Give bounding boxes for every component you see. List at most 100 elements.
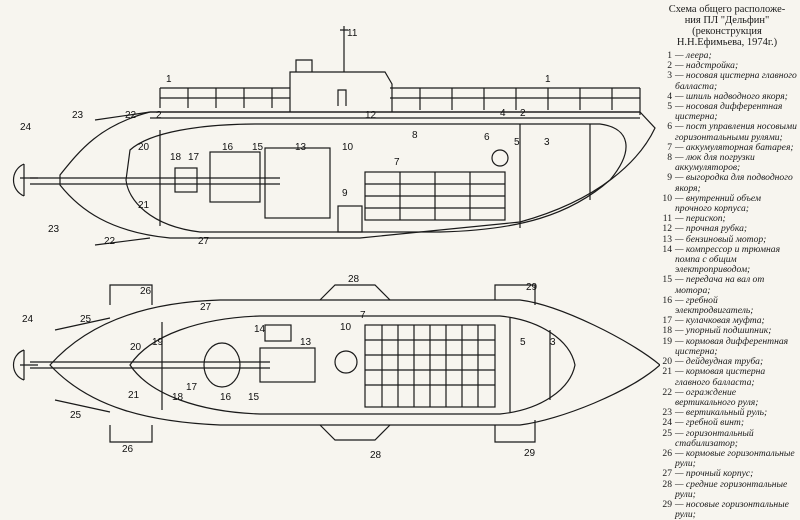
legend: Схема общего расположе- ния ПЛ "Дельфин"… — [656, 4, 798, 520]
callout: 7 — [360, 310, 366, 321]
callout: 19 — [152, 337, 164, 348]
rudder-guard — [94, 111, 151, 246]
legend-item-text: — прочная рубка; — [675, 223, 748, 235]
callout: 21 — [128, 390, 140, 401]
callout: 4 — [500, 108, 506, 119]
callout: 22 — [125, 110, 137, 121]
legend-list: 1— леера;2— надстройка;3— носовая цистер… — [656, 50, 798, 520]
callout: 13 — [295, 142, 307, 153]
legend-item-text: — вертикальный руль; — [675, 407, 768, 419]
control-wheel — [491, 149, 509, 167]
legend-item: 18— упорный подшипник; — [656, 326, 798, 336]
pressure-hull — [129, 315, 576, 415]
legend-item-text: — ограждение вертикального руля; — [675, 386, 759, 408]
railing — [390, 87, 641, 115]
legend-item-text: — выгородка для подводного якоря; — [675, 172, 793, 194]
legend-item-text: — средние горизонтальные рули; — [675, 478, 788, 500]
callout: 29 — [524, 448, 536, 459]
callout: 7 — [394, 157, 400, 168]
callout: 2 — [156, 110, 162, 121]
legend-item-text: — гребной винт; — [675, 417, 745, 429]
legend-item-number: 23 — [662, 407, 672, 419]
callout: 21 — [138, 200, 150, 211]
legend-item-text: — аккумуляторная батарея; — [675, 141, 794, 153]
legend-item: 4— шпиль надводного якоря; — [656, 90, 798, 102]
callout: 26 — [122, 444, 134, 455]
callout: 3 — [544, 137, 550, 148]
legend-item: 10— внутренний объем прочного корпуса; — [656, 192, 798, 215]
callout: 3 — [550, 337, 556, 348]
legend-item: 8— люк для погрузки аккумуляторов; — [656, 152, 798, 174]
electric-motor — [209, 151, 261, 203]
periscope-well — [334, 350, 358, 374]
legend-item-text: — люк для погрузки аккумуляторов; — [675, 152, 755, 174]
callout: 6 — [484, 132, 490, 143]
legend-item-number: 25 — [662, 427, 672, 439]
legend-item-text: — носовая цистерна главного балласта; — [675, 70, 797, 92]
legend-item: 15— передача на вал от мотора; — [656, 274, 798, 296]
callout: 12 — [365, 110, 377, 121]
legend-item-number: 8 — [667, 152, 672, 164]
legend-item: 9— выгородка для подводного якоря; — [656, 172, 798, 194]
legend-item-text: — леера; — [675, 50, 712, 61]
callout: 10 — [342, 142, 354, 153]
callout: 29 — [526, 282, 538, 293]
legend-item-number: 15 — [662, 274, 672, 286]
legend-item-number: 16 — [662, 294, 672, 306]
legend-item-number: 21 — [662, 366, 672, 378]
legend-item: 16— гребной электродвигатель; — [656, 294, 798, 316]
stern-planes — [109, 284, 153, 443]
callout: 11 — [347, 28, 358, 39]
legend-item-text: — кормовые горизонтальные рули; — [675, 447, 795, 470]
legend-item: 23— вертикальный руль; — [656, 407, 798, 419]
callout: 15 — [252, 142, 264, 153]
plan-view — [12, 284, 660, 443]
legend-item: 19— кормовая дифферентная цистерна; — [656, 335, 798, 357]
legend-item-number: 5 — [667, 101, 672, 113]
legend-item-number: 7 — [667, 141, 672, 153]
legend-item-number: 6 — [667, 121, 672, 133]
callout: 27 — [200, 302, 212, 313]
callout: 2 — [520, 108, 526, 119]
legend-item-number: 28 — [662, 478, 672, 490]
legend-item-number: 27 — [662, 468, 672, 480]
submarine-drawing: 1 1 2 2 3 4 5 6 7 8 9 10 11 12 13 15 16 … — [12, 26, 660, 461]
legend-item-number: 4 — [667, 90, 672, 102]
legend-item-text: — надстройка; — [675, 60, 739, 72]
legend-item-number: 17 — [662, 315, 672, 327]
legend-item-number: 1 — [667, 50, 672, 61]
legend-item: 12— прочная рубка; — [656, 224, 798, 234]
callout: 18 — [172, 392, 184, 403]
legend-item-text: — шпиль надводного якоря; — [675, 90, 788, 102]
legend-item-text: — компрессор и трюмная помпа с общим эле… — [675, 243, 781, 276]
propeller-shaft — [30, 177, 280, 185]
legend-item-number: 12 — [662, 223, 672, 235]
title-line: Схема общего расположе- — [668, 4, 786, 15]
legend-item-text: — кормовая цистерна главного балласта; — [675, 366, 766, 388]
callout: 22 — [104, 236, 116, 247]
legend-item-number: 26 — [662, 447, 672, 459]
callout: 8 — [412, 130, 418, 141]
callout: 20 — [130, 342, 142, 353]
callout: 1 — [166, 74, 172, 85]
legend-item: 6— пост управления носовыми горизонтальн… — [656, 121, 798, 143]
callout: 17 — [186, 382, 198, 393]
legend-item: 24— гребной винт; — [656, 418, 798, 428]
legend-item-text: — кормовая дифферентная цистерна; — [675, 335, 789, 357]
legend-item: 2— надстройка; — [656, 60, 798, 72]
legend-item: 13— бензиновый мотор; — [656, 234, 798, 245]
legend-item: 25— горизонтальный стабилизатор; — [656, 427, 798, 449]
legend-item-text: — носовая дифферентная цистерна; — [675, 101, 783, 123]
legend-item-text: — пост управления носовыми горизонтальны… — [675, 121, 797, 143]
callout: 16 — [222, 142, 234, 153]
legend-item: 17— кулачковая муфта; — [656, 316, 798, 326]
bulkhead — [161, 318, 551, 412]
legend-item-text: — внутренний объем прочного корпуса; — [675, 192, 761, 215]
propeller-shaft — [30, 361, 270, 369]
legend-item-number: 2 — [667, 60, 672, 72]
callout: 28 — [348, 274, 360, 285]
legend-item-number: 24 — [662, 417, 672, 429]
title-line: ния ПЛ "Дельфин" — [684, 15, 770, 26]
legend-item-text: — кулачковая муфта; — [675, 315, 765, 327]
callout: 23 — [72, 110, 84, 121]
